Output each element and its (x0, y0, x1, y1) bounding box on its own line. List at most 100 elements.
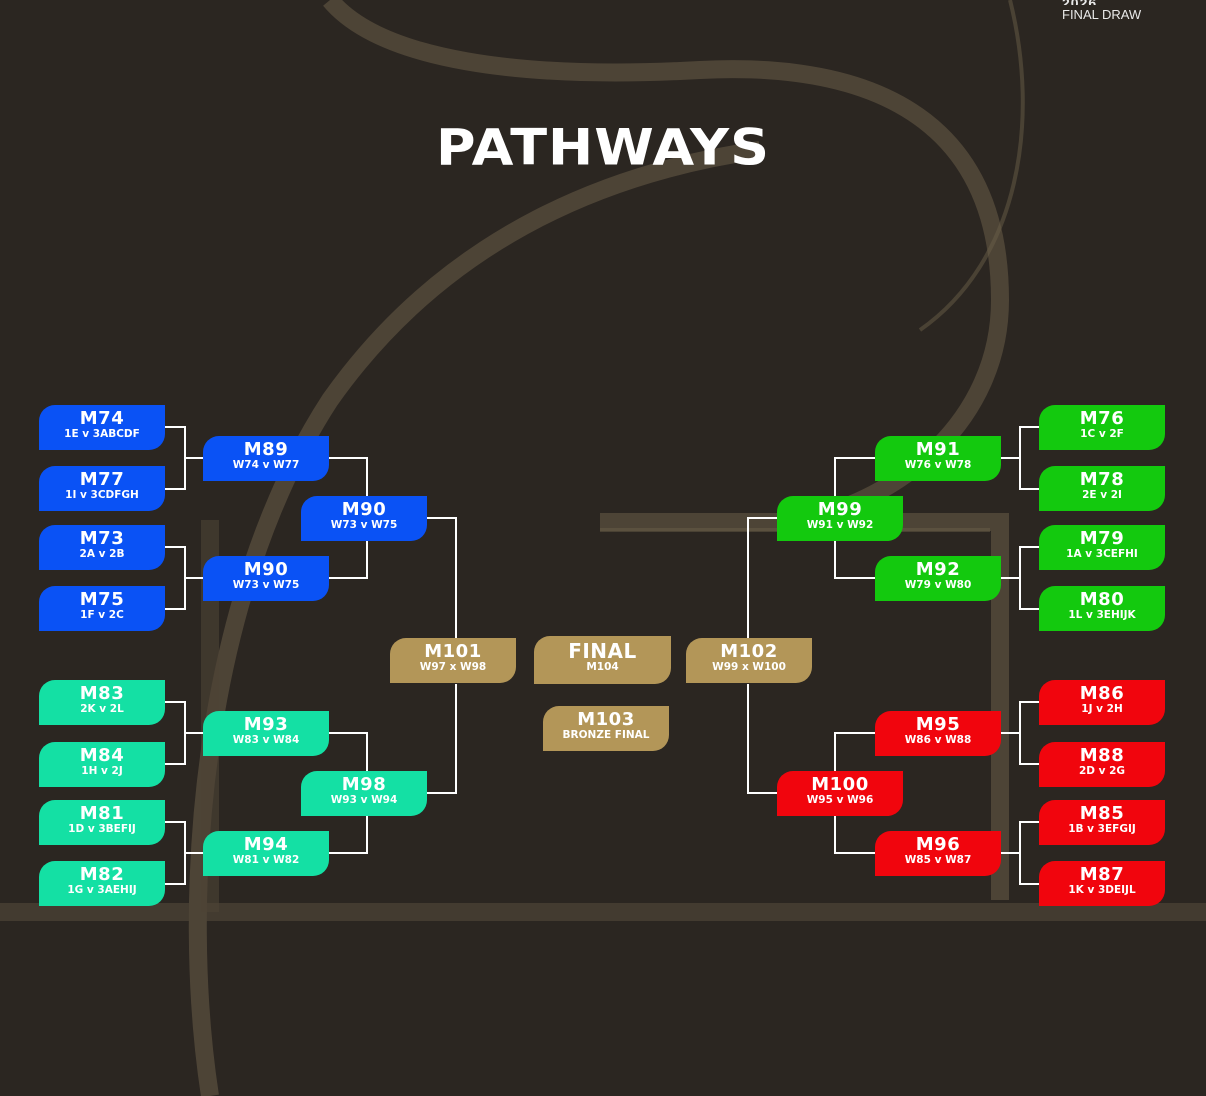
match-teams: W99 x W100 (712, 661, 786, 673)
match-code: M89 (243, 439, 289, 460)
match-code: M99 (817, 499, 863, 520)
match-code: M84 (79, 745, 125, 766)
match-teams: M104 (586, 661, 619, 673)
match-card-m92[interactable]: M92 W79 v W80 (875, 556, 1001, 601)
match-card-m85[interactable]: M85 1B v 3EFGIJ (1039, 800, 1165, 845)
match-code: M95 (915, 714, 961, 735)
match-card-m98[interactable]: M98 W93 v W94 (301, 771, 427, 816)
match-teams: 1L v 3EHIJK (1068, 609, 1136, 621)
match-code: M79 (1079, 528, 1125, 549)
match-teams: W95 v W96 (806, 794, 874, 806)
match-card-m89[interactable]: M89 W74 v W77 (203, 436, 329, 481)
match-card-m91[interactable]: M91 W76 v W78 (875, 436, 1001, 481)
match-teams: 1A v 3CEFHI (1066, 548, 1138, 560)
match-card-m81[interactable]: M81 1D v 3BEFIJ (39, 800, 165, 845)
match-code: M85 (1079, 803, 1125, 824)
match-teams: W73 v W75 (232, 579, 300, 591)
match-teams: 1E v 3ABCDF (64, 428, 140, 440)
match-teams: 2D v 2G (1078, 765, 1126, 777)
match-code: M93 (243, 714, 289, 735)
match-card-m84[interactable]: M84 1H v 2J (39, 742, 165, 787)
match-card-m90[interactable]: M90 W73 v W75 (301, 496, 427, 541)
match-card-m86[interactable]: M86 1J v 2H (1039, 680, 1165, 725)
match-card-m80[interactable]: M80 1L v 3EHIJK (1039, 586, 1165, 631)
match-code: M83 (79, 683, 125, 704)
match-code: M100 (811, 774, 869, 795)
match-card-m83[interactable]: M83 2K v 2L (39, 680, 165, 725)
match-code: M98 (341, 774, 387, 795)
match-teams: 1D v 3BEFIJ (68, 823, 136, 835)
match-card-m76[interactable]: M76 1C v 2F (1039, 405, 1165, 450)
match-card-m78[interactable]: M78 2E v 2I (1039, 466, 1165, 511)
match-card-final[interactable]: FINAL M104 (534, 636, 671, 684)
match-teams: W97 x W98 (419, 661, 487, 673)
match-card-m88[interactable]: M88 2D v 2G (1039, 742, 1165, 787)
match-code: M101 (424, 641, 482, 662)
match-teams: W91 v W92 (806, 519, 874, 531)
match-card-m100[interactable]: M100 W95 v W96 (777, 771, 903, 816)
match-teams: W73 v W75 (330, 519, 398, 531)
match-code: M87 (1079, 864, 1125, 885)
match-teams: 1C v 2F (1080, 428, 1124, 440)
logo-year: 2026 (1062, 0, 1162, 5)
match-teams: W81 v W82 (232, 854, 300, 866)
match-code: M78 (1079, 469, 1125, 490)
match-teams: 1I v 3CDFGH (65, 489, 139, 501)
match-teams: 2A v 2B (79, 548, 125, 560)
match-teams: W76 v W78 (904, 459, 972, 471)
match-code: M88 (1079, 745, 1125, 766)
match-card-m74[interactable]: M74 1E v 3ABCDF (39, 405, 165, 450)
match-code: M86 (1079, 683, 1125, 704)
match-card-m77[interactable]: M77 1I v 3CDFGH (39, 466, 165, 511)
page-title: PATHWAYS (435, 118, 770, 177)
logo-caption: FINAL DRAW (1062, 7, 1142, 22)
match-teams: W79 v W80 (904, 579, 972, 591)
match-teams: W93 v W94 (330, 794, 398, 806)
match-card-m102[interactable]: M102 W99 x W100 (686, 638, 812, 683)
match-teams: W83 v W84 (232, 734, 300, 746)
match-card-m93[interactable]: M93 W83 v W84 (203, 711, 329, 756)
match-card-m99[interactable]: M99 W91 v W92 (777, 496, 903, 541)
match-code: M81 (79, 803, 125, 824)
match-code: M82 (79, 864, 125, 885)
match-card-m90-lower[interactable]: M90 W73 v W75 (203, 556, 329, 601)
match-card-m79[interactable]: M79 1A v 3CEFHI (1039, 525, 1165, 570)
match-teams: 2E v 2I (1082, 489, 1122, 501)
match-code: M73 (79, 528, 125, 549)
match-card-m73[interactable]: M73 2A v 2B (39, 525, 165, 570)
match-code: M74 (79, 408, 125, 429)
match-teams: W74 v W77 (232, 459, 300, 471)
match-code: M94 (243, 834, 289, 855)
match-code: M96 (915, 834, 961, 855)
match-code: M103 (577, 709, 635, 730)
match-teams: BRONZE FINAL (562, 729, 650, 741)
match-teams: W85 v W87 (904, 854, 972, 866)
match-teams: 1J v 2H (1081, 703, 1123, 715)
match-code: M76 (1079, 408, 1125, 429)
match-card-m87[interactable]: M87 1K v 3DEIJL (1039, 861, 1165, 906)
match-teams: 1G v 3AEHIJ (67, 884, 137, 896)
match-teams: W86 v W88 (904, 734, 972, 746)
match-code: M90 (341, 499, 387, 520)
match-code: M77 (79, 469, 125, 490)
match-teams: 1B v 3EFGIJ (1068, 823, 1136, 835)
match-card-m96[interactable]: M96 W85 v W87 (875, 831, 1001, 876)
match-card-m94[interactable]: M94 W81 v W82 (203, 831, 329, 876)
match-code: M91 (915, 439, 961, 460)
tournament-logo: 2026 FINAL DRAW (1062, 0, 1162, 23)
match-code: M92 (915, 559, 961, 580)
match-teams: 1K v 3DEIJL (1068, 884, 1136, 896)
match-card-m82[interactable]: M82 1G v 3AEHIJ (39, 861, 165, 906)
match-card-m103[interactable]: M103 BRONZE FINAL (543, 706, 669, 751)
match-card-m95[interactable]: M95 W86 v W88 (875, 711, 1001, 756)
match-card-m101[interactable]: M101 W97 x W98 (390, 638, 516, 683)
match-teams: 1H v 2J (81, 765, 123, 777)
match-code: M75 (79, 589, 125, 610)
match-teams: 2K v 2L (80, 703, 124, 715)
match-card-m75[interactable]: M75 1F v 2C (39, 586, 165, 631)
match-code: M80 (1079, 589, 1125, 610)
match-code: M90 (243, 559, 289, 580)
match-code: M102 (720, 641, 778, 662)
match-teams: 1F v 2C (80, 609, 124, 621)
